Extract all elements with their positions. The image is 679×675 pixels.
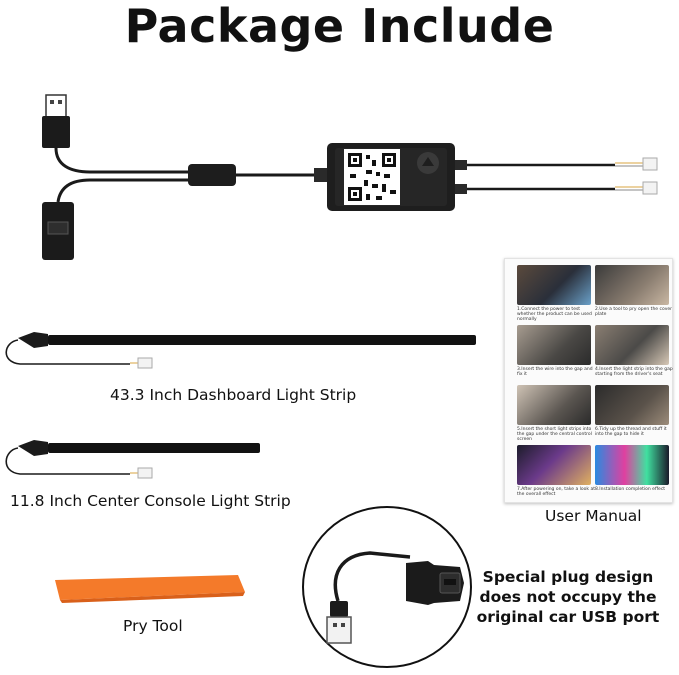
manual-step-4: 4.Insert the light strip into the gap st… — [595, 367, 673, 377]
dashboard-light-strip — [5, 332, 476, 369]
usb-female-port-icon — [406, 561, 464, 605]
manual-photo — [595, 445, 669, 485]
console-strip-label: 11.8 Inch Center Console Light Strip — [10, 492, 291, 510]
controller-assembly — [42, 94, 658, 260]
dashboard-strip-label: 43.3 Inch Dashboard Light Strip — [110, 386, 357, 404]
usb-note-line-1: Special plug design — [482, 568, 654, 586]
manual-photo — [595, 325, 669, 365]
usb-male-plug-icon — [326, 601, 352, 644]
manual-photo — [595, 385, 669, 425]
usb-male-plug-icon — [42, 94, 70, 148]
user-manual-label: User Manual — [545, 507, 642, 525]
usb-note-line-3: original car USB port — [476, 608, 660, 626]
manual-photo — [595, 265, 669, 305]
manual-photo — [517, 325, 591, 365]
connector-icon — [615, 157, 658, 195]
usb-note-line-2: does not occupy the — [479, 588, 657, 606]
page-title: Package Include — [124, 0, 555, 53]
user-manual-image: 1.Connect the power to test whether the … — [504, 258, 673, 503]
manual-step-2: 2.Use a tool to pry open the cover plate — [595, 307, 673, 317]
pry-tool-label: Pry Tool — [123, 617, 183, 635]
manual-step-7: 7.After powering on, take a look at the … — [517, 487, 595, 497]
console-light-strip — [5, 440, 260, 479]
manual-step-5: 5.Insert the short light strips into the… — [517, 427, 592, 442]
pry-tool-icon — [55, 575, 245, 603]
manual-step-3: 3.Insert the wire into the gap and fix i… — [517, 367, 593, 377]
manual-photo — [517, 445, 591, 485]
usb-female-port-icon — [42, 202, 74, 260]
usb-adapter-circle — [302, 506, 472, 668]
manual-step-8: 8.Installation completion effect — [595, 487, 666, 492]
qr-code-icon — [344, 149, 400, 205]
manual-step-6: 6.Tidy up the thread and stuff it into t… — [595, 427, 667, 437]
manual-photo — [517, 265, 591, 305]
manual-step-1: 1.Connect the power to test whether the … — [517, 307, 592, 322]
usb-note: Special plug design does not occupy the … — [468, 567, 668, 627]
manual-photo — [517, 385, 591, 425]
